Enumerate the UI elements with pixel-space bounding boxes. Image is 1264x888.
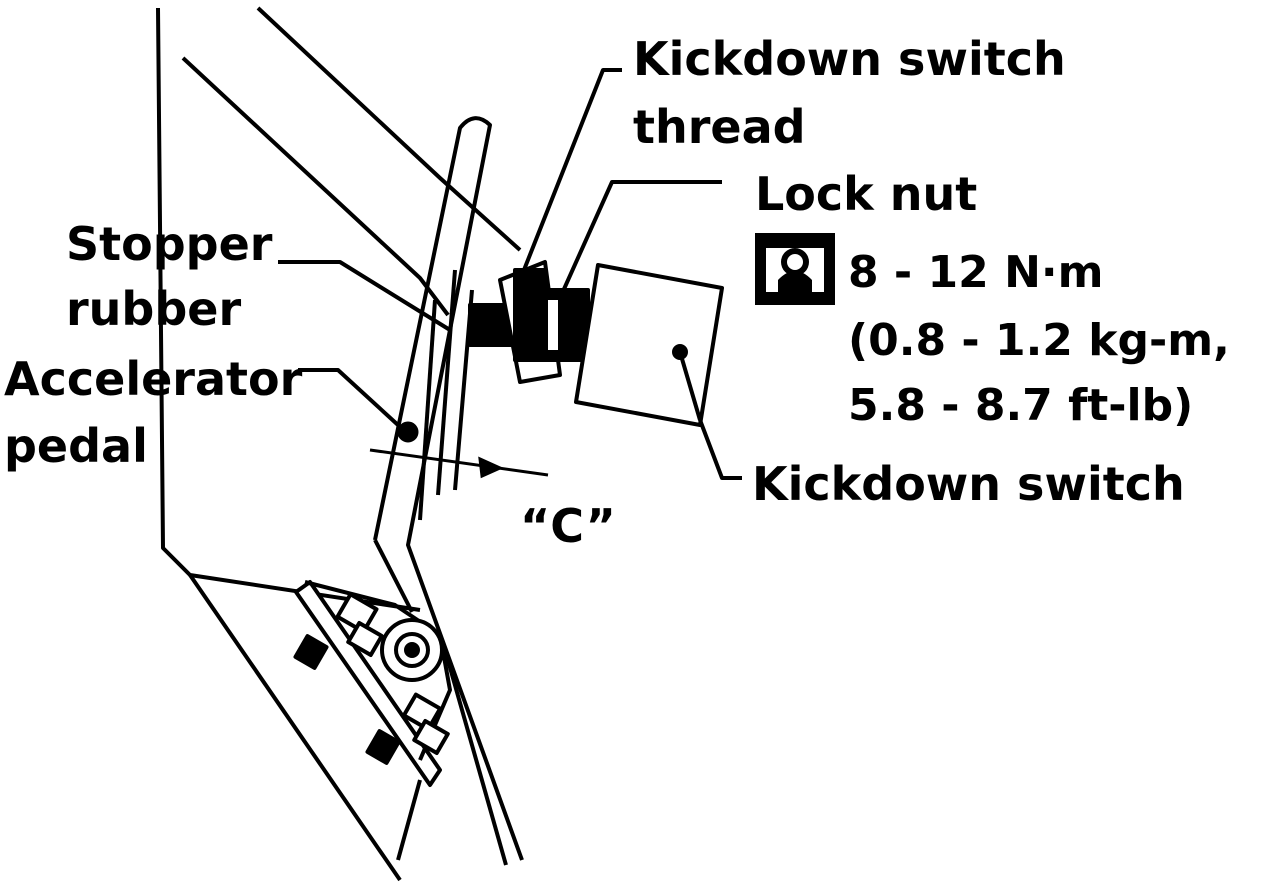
accelerator-pedal-label: Accelerator [4,352,303,406]
torque-spec-ftlb: 5.8 - 8.7 ft-lb) [848,380,1193,431]
lock-nut-label: Lock nut [755,167,977,221]
pedal-pivot-bracket [293,580,452,861]
leader-lock-nut [558,180,722,299]
kickdown-switch-assembly [468,260,724,427]
kickdown-switch-label: Kickdown switch [752,457,1185,511]
leader-kickdown-switch-thread [520,68,622,276]
stopper-rubber-label: Stopper [66,217,273,271]
torque-spec-kgm: (0.8 - 1.2 kg-m, [848,315,1230,366]
leader-accelerator-pedal [298,368,400,427]
kickdown-switch-thread-label-line2: thread [633,100,806,154]
body-panel [156,6,522,882]
leader-stopper-rubber [278,260,452,332]
torque-spec-nm: 8 - 12 N·m [848,247,1103,298]
clearance-c-label: “C” [520,499,616,553]
leader-lines [278,68,742,480]
labels: Kickdown switch thread Lock nut Stopper … [4,32,1185,553]
stopper-rubber-label-line2: rubber [66,282,241,336]
leader-kickdown-switch [698,419,742,480]
torque-spec: 8 - 12 N·m (0.8 - 1.2 kg-m, 5.8 - 8.7 ft… [848,247,1230,431]
kickdown-switch-thread-label: Kickdown switch [633,32,1066,86]
clearance-c-dimension [369,421,549,479]
accelerator-pedal-label-line2: pedal [4,419,148,473]
torque-wrench-icon [755,233,835,305]
